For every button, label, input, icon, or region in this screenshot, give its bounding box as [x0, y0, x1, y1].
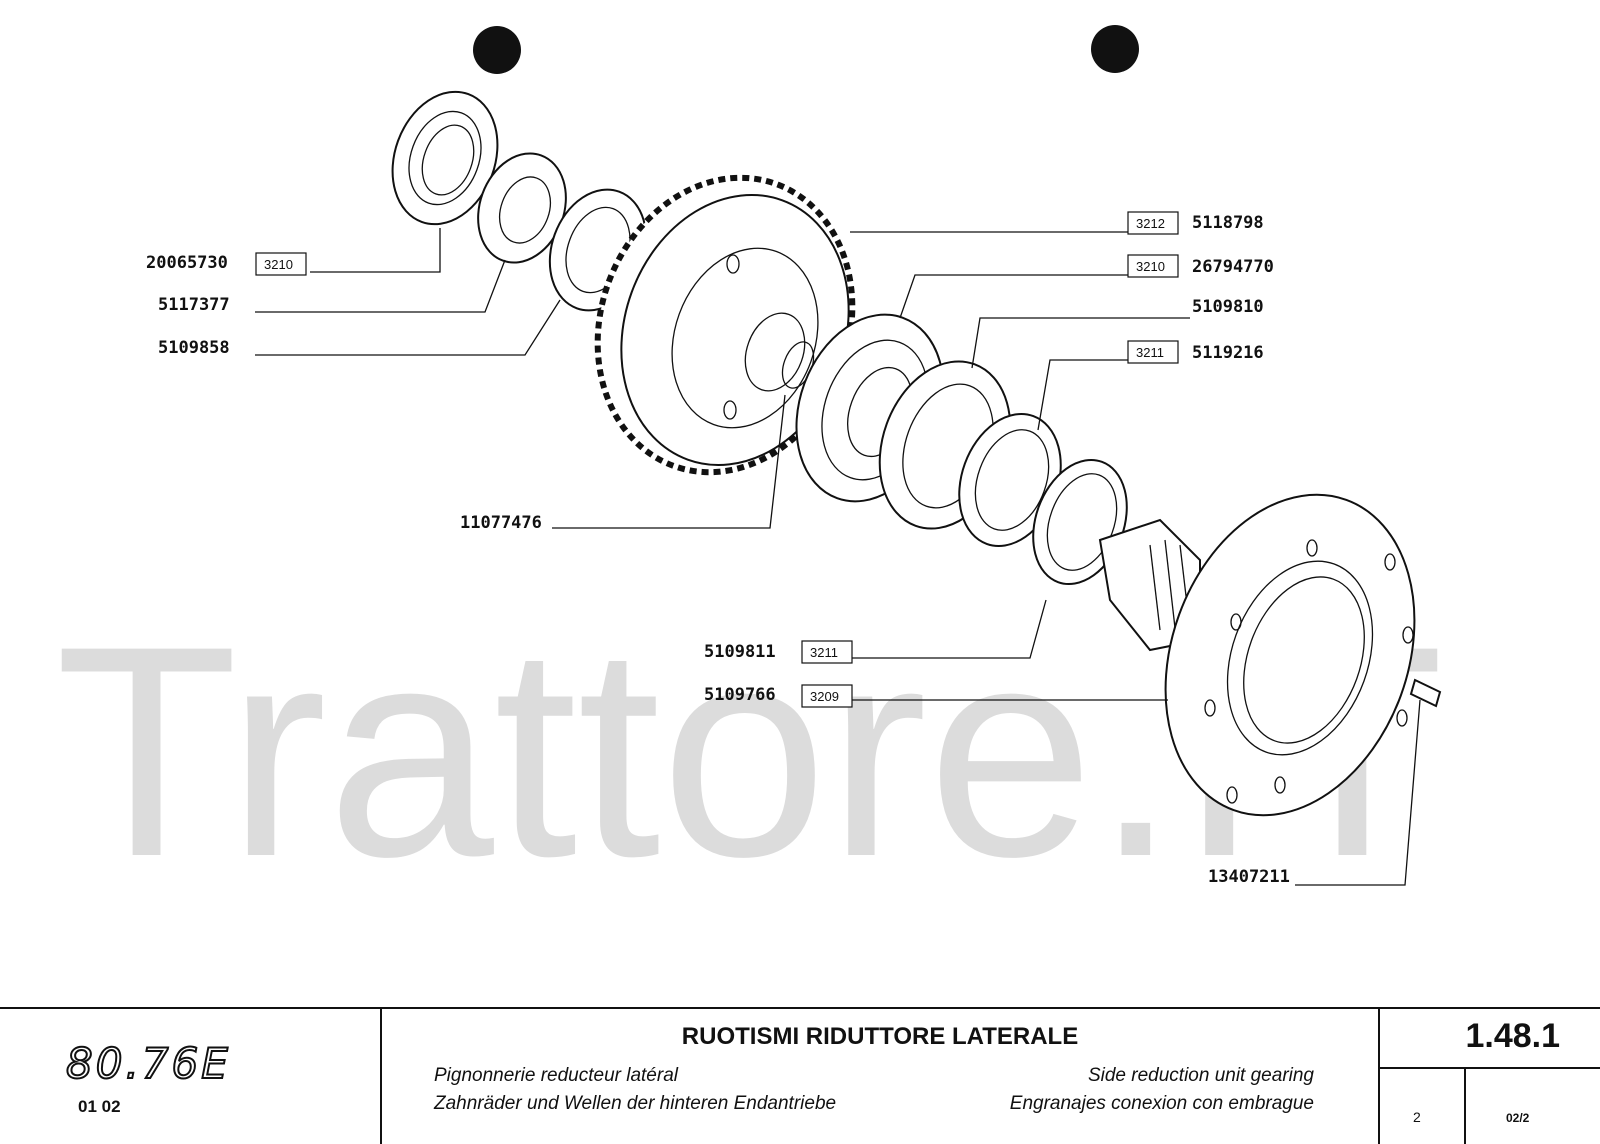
- ref-code: 3211: [1136, 345, 1164, 360]
- page-subgrid: 2 02/2: [1380, 1067, 1600, 1144]
- ref-box: [255, 252, 307, 276]
- part-number: 5117377: [158, 295, 230, 315]
- part-number: 26794770: [1192, 257, 1274, 277]
- ref-box: [801, 640, 853, 664]
- page-title: RUOTISMI RIDUTTORE LATERALE: [681, 1023, 1079, 1050]
- part-number: 13407211: [1208, 867, 1290, 887]
- ref-box: [1127, 340, 1179, 364]
- callouts: 20065730 3210 5117377 5109858 11077476 3…: [146, 211, 1290, 887]
- model-variants: 01 02: [78, 1097, 121, 1116]
- part-number: 20065730: [146, 253, 228, 273]
- hub-flange: [1164, 493, 1416, 817]
- part-number: 5118798: [1192, 213, 1264, 233]
- revision-code: 02/2: [1506, 1111, 1530, 1125]
- ref-code: 3211: [810, 645, 838, 660]
- part-number: 11077476: [460, 513, 542, 533]
- stud-bolt: [1409, 678, 1442, 708]
- part-number: 5109810: [1192, 297, 1264, 317]
- part-number: 5109811: [704, 642, 776, 662]
- subtitle-english: Side reduction unit gearing: [1087, 1065, 1314, 1086]
- part-number: 5109766: [704, 685, 776, 705]
- subtitle-german: Zahnräder und Wellen der hinteren Endant…: [434, 1093, 837, 1114]
- ref-code: 3210: [264, 257, 293, 272]
- sheet-cell: 2: [1380, 1069, 1466, 1144]
- ref-code: 3209: [810, 689, 839, 704]
- punch-hole-left: [473, 26, 521, 74]
- page-number: 1.48.1: [1465, 1017, 1560, 1055]
- ref-box: [1127, 211, 1179, 235]
- ref-box: [1127, 254, 1179, 278]
- ref-code: 3210: [1136, 259, 1165, 274]
- title-block-page-cell: 1.48.1 2 02/2: [1380, 1009, 1600, 1144]
- sheet-number: 2: [1413, 1109, 1421, 1125]
- model-code: 80.76E: [65, 1038, 231, 1089]
- ref-box: [801, 684, 853, 708]
- subtitle-french: Pignonnerie reducteur latéral: [434, 1065, 678, 1086]
- reduction-gear: [594, 174, 856, 476]
- title-block-title-cell: RUOTISMI RIDUTTORE LATERALE Pignonnerie …: [382, 1009, 1380, 1144]
- ref-code: 3212: [1136, 216, 1165, 231]
- punch-hole-right: [1091, 25, 1139, 73]
- title-block-model-cell: 80.76E 01 02: [0, 1009, 382, 1144]
- part-number: 5109858: [158, 338, 230, 358]
- exploded-parts-diagram: Trattore.IT: [55, 25, 1444, 919]
- subtitle-spanish: Engranajes conexion con embrague: [1009, 1093, 1314, 1114]
- ring-nut: [477, 152, 567, 264]
- leader-lines: [255, 228, 1421, 886]
- title-block: 80.76E 01 02 RUOTISMI RIDUTTORE LATERALE…: [0, 1007, 1600, 1144]
- part-number: 5119216: [1192, 343, 1264, 363]
